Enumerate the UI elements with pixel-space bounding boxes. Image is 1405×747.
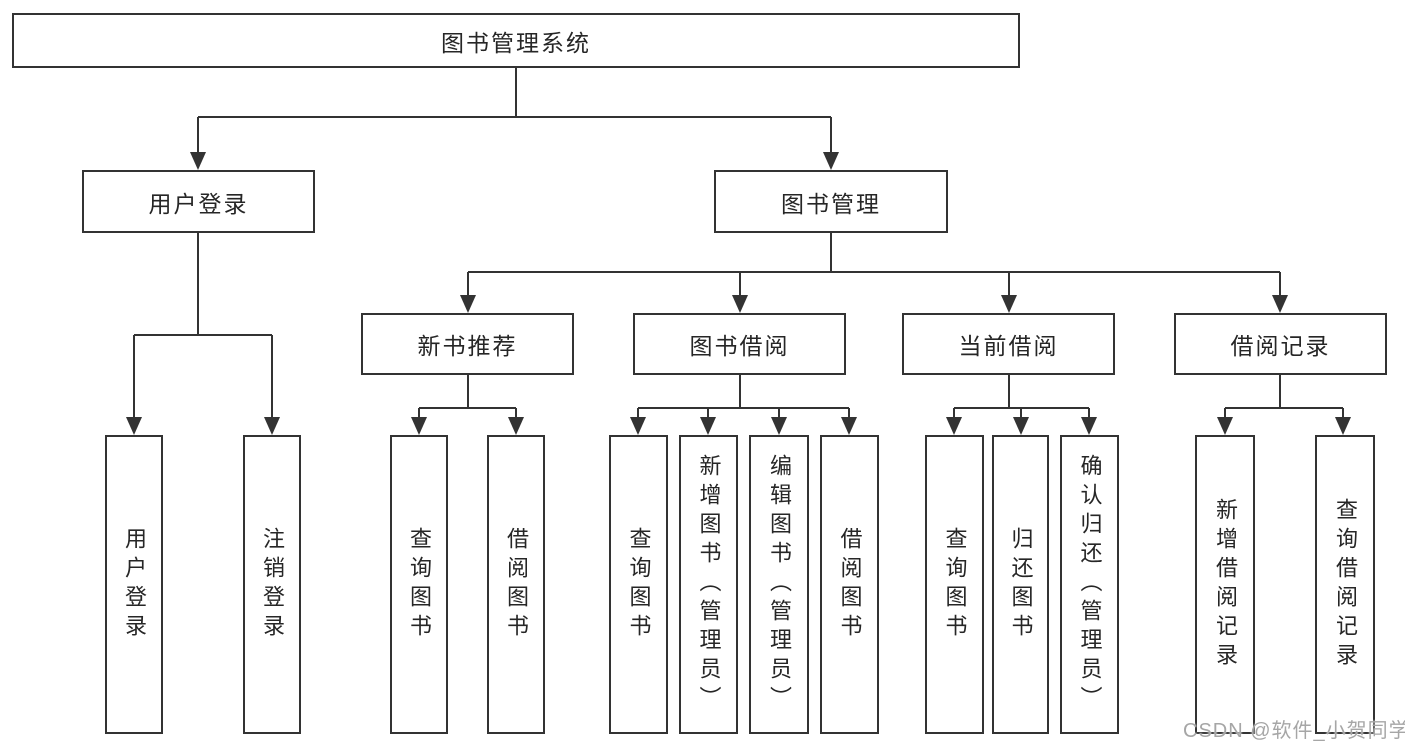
leaf-edit-books-admin: 编辑图书（管理员） bbox=[749, 435, 809, 734]
leaf-user-login: 用户登录 bbox=[105, 435, 163, 734]
leaf-borrow-books: 借阅图书 bbox=[820, 435, 879, 734]
node-book-management: 图书管理 bbox=[714, 170, 948, 233]
node-current-borrow: 当前借阅 bbox=[902, 313, 1115, 375]
leaf-return-books: 归还图书 bbox=[992, 435, 1049, 734]
node-borrow-records: 借阅记录 bbox=[1174, 313, 1387, 375]
leaf-add-books-admin: 新增图书（管理员） bbox=[679, 435, 738, 734]
node-new-book-recommend: 新书推荐 bbox=[361, 313, 574, 375]
leaf-query-books-current: 查询图书 bbox=[925, 435, 984, 734]
leaf-query-borrow-record: 查询借阅记录 bbox=[1315, 435, 1375, 734]
node-user-login: 用户登录 bbox=[82, 170, 315, 233]
leaf-borrow-books-recommend: 借阅图书 bbox=[487, 435, 545, 734]
csdn-watermark: CSDN @软件_小贺同学 bbox=[1183, 720, 1405, 742]
leaf-add-borrow-record: 新增借阅记录 bbox=[1195, 435, 1255, 734]
leaf-confirm-return-admin: 确认归还（管理员） bbox=[1060, 435, 1119, 734]
node-book-borrow: 图书借阅 bbox=[633, 313, 846, 375]
leaf-logout: 注销登录 bbox=[243, 435, 301, 734]
node-library-system: 图书管理系统 bbox=[12, 13, 1020, 68]
leaf-query-books-borrow: 查询图书 bbox=[609, 435, 668, 734]
leaf-query-books-recommend: 查询图书 bbox=[390, 435, 448, 734]
